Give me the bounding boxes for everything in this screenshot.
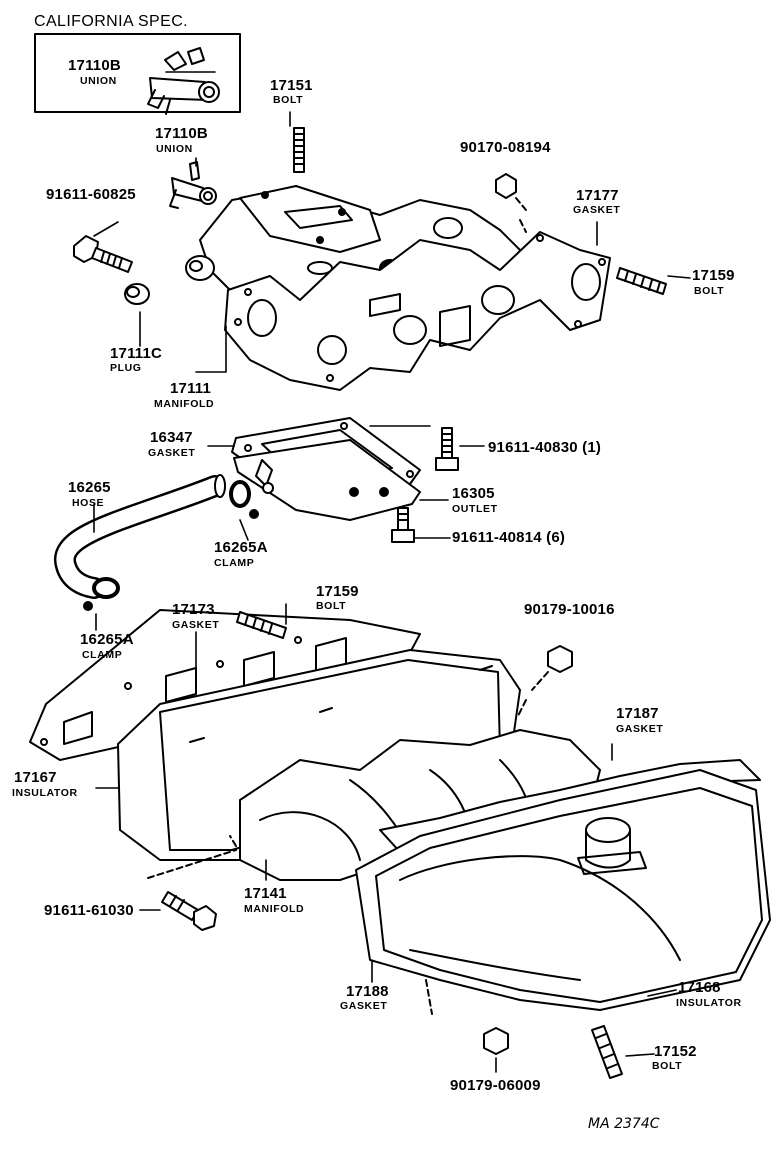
outlet-drawing [233, 439, 421, 521]
part-number: 17151 [270, 77, 313, 94]
part-name: BOLT [652, 1060, 683, 1072]
clamp-upper-drawing [229, 480, 259, 519]
part-number: 17187 [616, 705, 659, 722]
part-name: MANIFOLD [244, 903, 305, 915]
bolt-91611-40814-drawing [391, 507, 415, 543]
gasket-17177-drawing [224, 231, 611, 391]
nut-90170-drawing [495, 173, 517, 199]
nut-90179-06009-drawing [483, 1027, 509, 1055]
part-number: 91611-61030 [44, 902, 134, 919]
part-number: 91611-40830 (1) [488, 439, 602, 456]
part-number: 17141 [244, 885, 287, 902]
leaders-upper [93, 71, 691, 373]
part-number: 17159 [316, 583, 359, 600]
part-number: 17111 [170, 380, 212, 397]
insulator-17168-drawing [375, 787, 763, 1003]
california-spec-box [34, 33, 241, 113]
part-name: UNION [156, 143, 193, 155]
part-name: INSULATOR [12, 787, 78, 799]
part-number: 16305 [452, 485, 495, 502]
part-number: 90179-10016 [524, 601, 615, 618]
bolt-91611-61030-drawing [161, 891, 217, 931]
part-number: 16265A [80, 631, 134, 648]
part-number: 90179-06009 [450, 1077, 541, 1094]
part-name: BOLT [694, 285, 725, 297]
part-number: 91611-40814 (6) [452, 529, 566, 546]
part-number: 17110B [68, 57, 121, 74]
part-number: 90170-08194 [460, 139, 551, 156]
hose-leaders [93, 503, 249, 631]
part-name: GASKET [340, 1000, 388, 1012]
part-name: CLAMP [214, 557, 255, 569]
part-name: BOLT [316, 600, 347, 612]
part-name: UNION [80, 75, 117, 87]
stud-17159-lower-drawing [236, 611, 287, 639]
part-name: MANIFOLD [154, 398, 215, 410]
bolt-91611-60825-drawing [73, 235, 133, 273]
nut-lower-leader [517, 671, 549, 717]
part-number: 17111C [110, 345, 163, 362]
part-number: 17167 [14, 769, 57, 786]
part-number: 17152 [654, 1043, 697, 1060]
part-number: 17188 [346, 983, 389, 1000]
hose-drawing [54, 474, 226, 599]
part-number: 17159 [692, 267, 735, 284]
part-name: HOSE [72, 497, 105, 509]
california-spec-title: CALIFORNIA SPEC. [34, 13, 188, 30]
dash-leaders [147, 835, 433, 1015]
stud-17151-drawing [293, 127, 305, 173]
part-number: 17110B [155, 125, 208, 142]
part-name: PLUG [110, 362, 142, 374]
part-number: 16265A [214, 539, 268, 556]
drawing-code: MA 2374C [588, 1116, 660, 1132]
part-name: BOLT [273, 94, 304, 106]
part-number: 16265 [68, 479, 111, 496]
plug-drawing [124, 283, 150, 305]
clamp-lower-drawing [83, 577, 120, 611]
nut-90179-10016-drawing [547, 645, 573, 673]
part-name: GASKET [616, 723, 664, 735]
part-name: INSULATOR [676, 997, 742, 1009]
union-drawing [169, 161, 217, 209]
nut-leader [515, 197, 527, 233]
union-inset-drawing [147, 47, 220, 115]
leaders-lower [95, 603, 677, 1073]
stud-17152-drawing [591, 1025, 623, 1079]
part-name: OUTLET [452, 503, 498, 515]
part-number: 17173 [172, 601, 215, 618]
stud-17159-upper-drawing [616, 267, 667, 295]
part-number: 17168 [678, 979, 721, 996]
part-number: 91611-60825 [46, 186, 136, 203]
leaders-middle [207, 425, 485, 539]
part-name: CLAMP [82, 649, 123, 661]
lower-manifold-drawing [189, 665, 601, 881]
part-number: 17177 [576, 187, 619, 204]
part-name: GASKET [573, 204, 621, 216]
part-name: GASKET [172, 619, 220, 631]
bolt-91611-40830-drawing [435, 427, 459, 471]
part-name: GASKET [148, 447, 196, 459]
part-number: 16347 [150, 429, 193, 446]
